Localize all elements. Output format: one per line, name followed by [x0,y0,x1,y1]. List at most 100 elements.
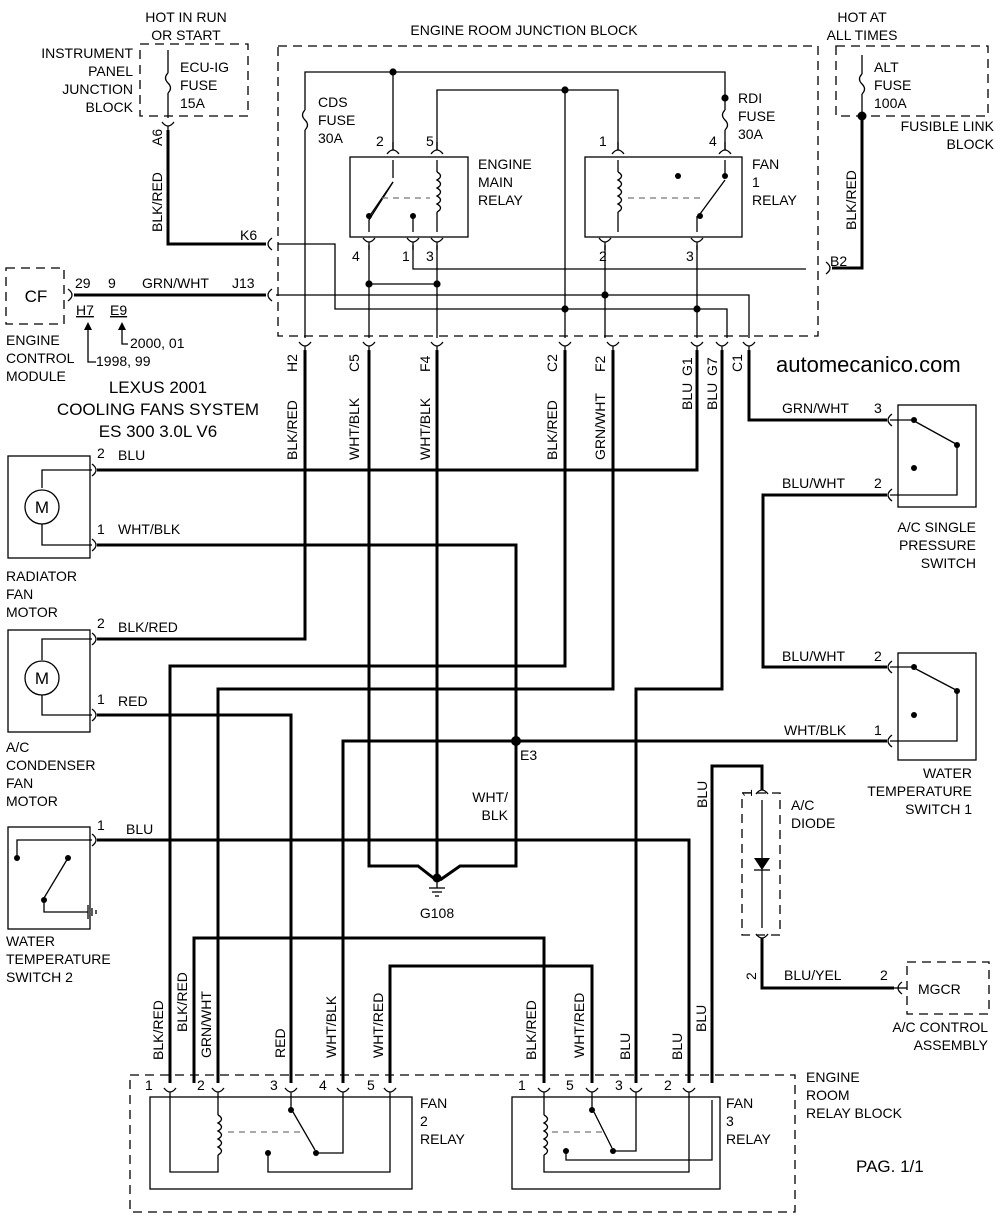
fan-1-relay-line-3: RELAY [752,192,798,208]
diode-pin-1: 1 [739,789,755,797]
ecu-ig-fuse-line-1: ECU-IG [180,59,229,75]
wire-cond-blk-red: BLK/RED [118,619,178,635]
cond-motor-line-1: A/C [6,739,29,755]
ac-control-line-1: A/C CONTROL [892,1019,988,1035]
engine-main-relay-internals [366,160,442,232]
cond-motor-line-4: MOTOR [6,793,58,809]
wire-fr2-5-wht-red: WHT/RED [370,993,386,1058]
connector-ps-3 [887,413,893,427]
engine-main-relay-line-2: MAIN [478,174,513,190]
wire-g1-blu: BLU [679,383,695,410]
fr3-pin-2: 2 [664,1077,672,1093]
connector-emr-1 [406,237,420,250]
ecm-pin-29: 29 [75,275,91,291]
wire-ecm-grn-wht: GRN/WHT [142,275,209,291]
conn-a6-label: A6 [149,129,165,146]
connector-emr-2 [386,142,400,155]
fr3-pin-1: 1 [518,1077,526,1093]
connector-h2 [298,341,312,354]
ipjb-line-1: INSTRUMENT [41,45,133,61]
engine-main-relay-box [349,156,469,238]
rdi-fuse-line-3: 30A [738,126,764,142]
radiator-fan-motor-box [7,455,91,559]
relay-block-line-3: RELAY BLOCK [806,1105,903,1121]
ground-label: G108 [420,905,454,921]
wts2-pin-1: 1 [97,817,105,833]
connector-f4 [430,341,444,354]
fan-2-relay-line-3: RELAY [420,1131,466,1147]
emr-pin-4: 4 [352,248,360,264]
splice-e3-label: E3 [520,747,537,763]
fan-2-relay-line-2: 2 [420,1113,428,1129]
ac-pressure-switch-box [897,404,977,508]
fr2-pin-2: 2 [197,1077,205,1093]
conn-e9-label: E9 [110,302,127,318]
cond-pin-2: 2 [97,615,105,631]
connector-wts1-1 [887,734,893,748]
wire-fr2-4-wht-blk: WHT/BLK [323,995,339,1058]
conn-k6-label: K6 [240,227,257,243]
wts1-pin-1: 1 [874,722,882,738]
cds-fuse-line-1: CDS [318,94,348,110]
fan-3-relay-line-2: 3 [726,1113,734,1129]
emr-pin-5: 5 [426,133,434,149]
alt-fuse-line-3: 100A [874,95,907,111]
fan-3-relay-line-1: FAN [726,1095,753,1111]
connector-fr2-1 [163,1087,177,1100]
wire-fr3-2-blu: BLU [669,1033,685,1060]
ecm-line-2: CONTROL [6,350,75,366]
engine-room-relay-block-outline [129,1074,796,1213]
cds-fuse-symbol [301,109,309,131]
splice-e3-dot [511,736,521,746]
connector-fan1-1 [611,142,625,155]
fr2-pin-1: 1 [145,1077,153,1093]
conn-g1-label: G1 [679,357,695,376]
ecm-pin-9: 9 [108,275,116,291]
wire-c2-blk-red: BLK/RED [544,400,560,460]
emr-pin-1: 1 [402,248,410,264]
conn-c1-label: C1 [729,354,745,372]
water-temp-switch-2-box [7,826,91,930]
ps-pin-2: 2 [874,475,882,491]
alt-fuse-line-1: ALT [874,59,899,75]
connector-emr-4 [362,237,376,250]
connector-b2 [825,261,831,275]
ipjb-line-3: JUNCTION [62,81,133,97]
wts2-line-1: WATER [6,933,55,949]
rad-pin-1: 1 [97,521,105,537]
title-system: COOLING FANS SYSTEM [57,400,259,419]
fan-3-relay-line-3: RELAY [726,1131,772,1147]
ecu-ig-fuse-line-3: 15A [180,95,206,111]
hot-always-line-1: HOT AT [837,9,887,25]
fan-2-relay-internals [169,1100,391,1173]
cond-motor-line-2: CONDENSER [6,757,95,773]
connector-f2 [606,341,620,354]
connector-emr-5 [430,142,444,155]
connector-fan1-3 [690,237,704,250]
fan-1-relay-line-2: 1 [752,174,760,190]
wire-fr2-3-red: RED [272,1028,288,1058]
wire-alt-blk-red: BLK/RED [843,170,859,230]
fr2-pin-4: 4 [319,1077,327,1093]
ps-pin-3: 3 [874,400,882,416]
connector-fan1-2 [598,237,612,250]
connector-rad-1 [91,538,97,552]
fan1-pin-2: 2 [599,248,607,264]
emr-pin-3: 3 [426,248,434,264]
wire-fr3-3-blu: BLU [617,1033,633,1060]
wire-ps-grn-wht: GRN/WHT [782,400,849,416]
connector-fr3-5 [585,1087,599,1100]
ecm-year-pointers [84,322,128,363]
connector-cond-1 [91,708,97,722]
fan-3-relay-box [511,1096,721,1190]
wire-wts1-blu-wht: BLU/WHT [782,648,845,664]
wts1-line-3: SWITCH 1 [905,801,972,817]
conn-g7-label: G7 [704,357,720,376]
wire-fr3-2b-blu: BLU [693,1005,709,1032]
rad-motor-line-3: MOTOR [6,604,58,620]
wire-fr2-2-grn-wht: GRN/WHT [198,991,214,1058]
wire-e3-blk: BLK [482,807,509,823]
connector-wts2-1 [91,833,97,847]
wire-wts2-blu: BLU [126,821,153,837]
fan1-pin-4: 4 [709,133,717,149]
